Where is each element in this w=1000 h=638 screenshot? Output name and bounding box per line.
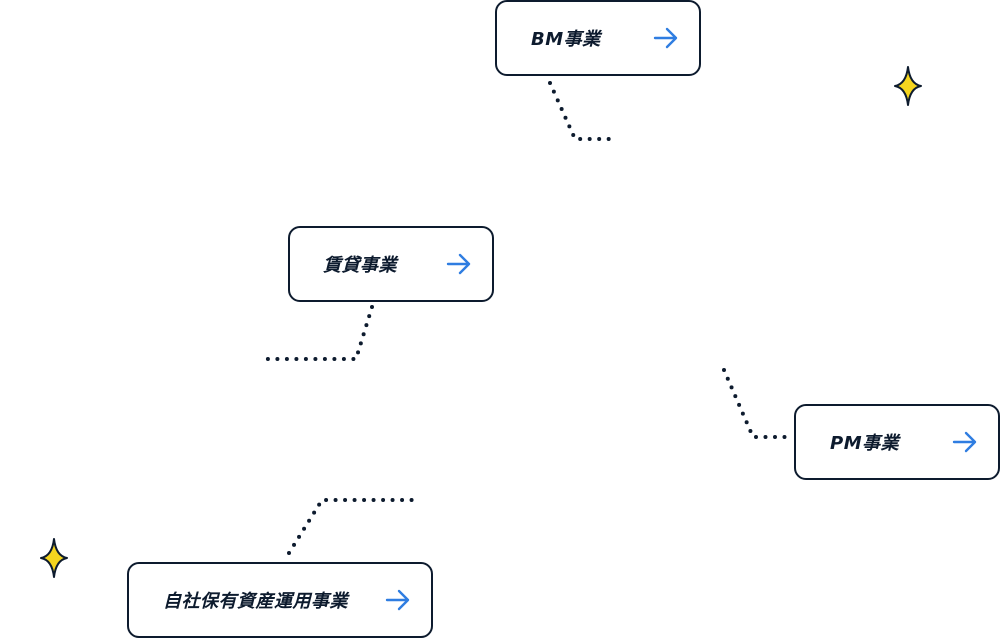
pm-service-label: PM事業	[830, 433, 900, 454]
sparkle-icon	[40, 538, 68, 578]
own-asset-service-label: 自社保有資産運用事業	[163, 591, 348, 612]
arrow-right-icon	[446, 253, 471, 275]
bm-service-label: BM事業	[531, 29, 601, 50]
rental-service-button[interactable]: 賃貸事業	[288, 226, 494, 302]
arrow-right-icon	[653, 27, 678, 49]
pm-service-button[interactable]: PM事業	[794, 404, 1000, 480]
arrow-right-icon	[952, 431, 977, 453]
sparkle-icon	[894, 66, 922, 106]
connector-bm	[548, 81, 612, 141]
arrow-right-icon	[385, 589, 410, 611]
connector-rental	[259, 305, 374, 361]
own-asset-service-button[interactable]: 自社保有資産運用事業	[127, 562, 433, 638]
rental-service-label: 賃貸事業	[323, 255, 397, 276]
connector-own-asset	[287, 498, 422, 555]
bm-service-button[interactable]: BM事業	[495, 0, 701, 76]
connector-pm	[722, 368, 792, 439]
